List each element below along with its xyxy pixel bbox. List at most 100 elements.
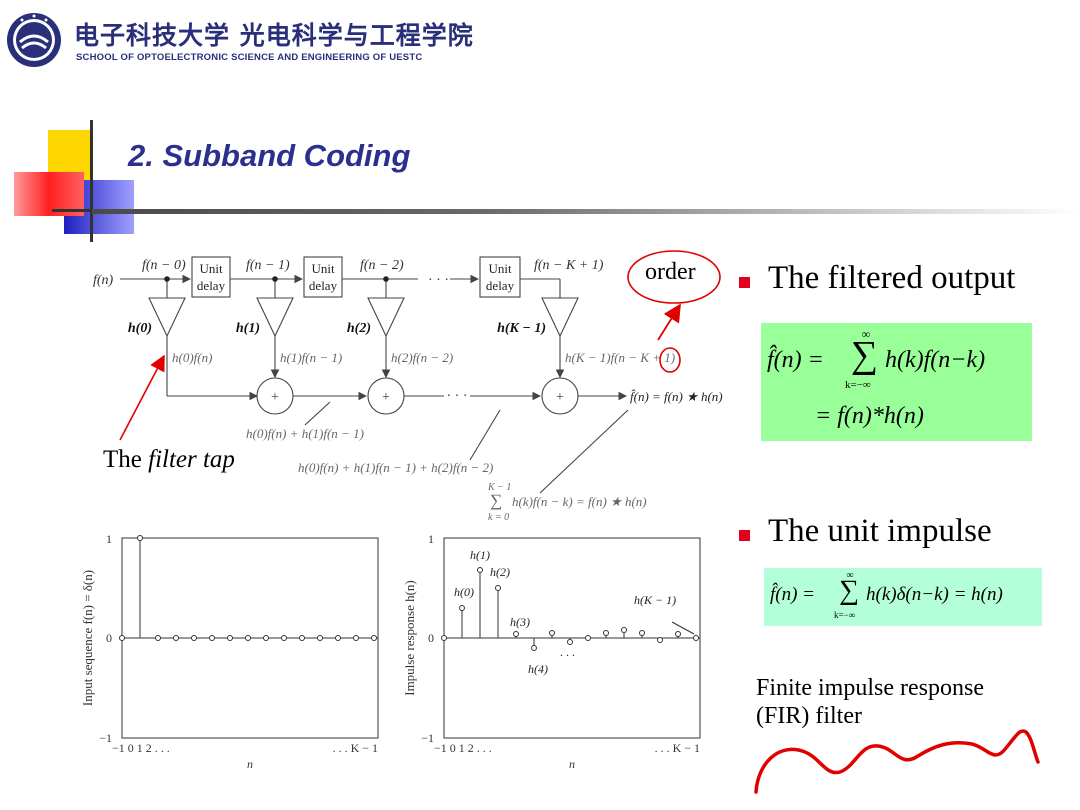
formula-unit-impulse: f̂(n) = ∞ ∑ k=−∞ h(k)δ(n−k) = h(n)	[764, 568, 1042, 626]
tap-0-signal: f(n − 0)	[142, 258, 186, 273]
right-xlabel: n	[569, 757, 575, 771]
output-label: f̂(n) = f(n) ★ h(n)	[630, 389, 723, 404]
input-stem-head-8	[263, 635, 269, 641]
right-xticks-right: . . . K − 1	[655, 741, 700, 755]
input-stem-head-4	[191, 635, 197, 641]
title-decoration	[14, 120, 142, 242]
impulse-stem-head-14	[693, 635, 699, 641]
input-stem-head-10	[299, 635, 305, 641]
left-xticks-left: −1 0 1 2 . . .	[112, 741, 170, 755]
handwritten-squiggle	[754, 729, 1040, 794]
input-stem-head-1	[137, 535, 143, 541]
delay-box-1-label-a: Unit	[199, 261, 223, 276]
label-hk: h(K − 1)	[634, 593, 676, 607]
bullet-marker-2	[739, 530, 750, 541]
sum-lower-limit: k = 0	[488, 512, 509, 523]
filter-tap-emph: filter tap	[148, 446, 235, 473]
coef-h2: h(2)	[347, 321, 371, 336]
filter-tap-label: The filter tap	[103, 446, 235, 474]
input-stem-head-14	[371, 635, 377, 641]
sum-sigma: ∑	[490, 491, 502, 510]
delay-box-3-label-a: Unit	[488, 261, 512, 276]
formula-1-line2: = f(n)*h(n)	[815, 403, 924, 429]
slide-title: 2. Subband Coding	[128, 138, 411, 173]
impulse-stem-head-11	[639, 630, 645, 636]
adder-2: +	[382, 390, 390, 405]
label-h1: h(1)	[470, 548, 490, 562]
bullet-marker-1	[739, 277, 750, 288]
university-logo-icon	[7, 13, 61, 67]
title-underline	[92, 209, 1080, 214]
adder-3: +	[556, 390, 564, 405]
fir-note-line-1: Finite impulse response	[756, 675, 984, 701]
partial-sum-2: h(0)f(n) + h(1)f(n − 1) + h(2)f(n − 2)	[298, 460, 493, 475]
red-annotations	[119, 250, 721, 441]
right-ytick-neg1: −1	[421, 731, 434, 745]
sum-expression: h(k)f(n − k) = f(n) ★ h(n)	[512, 494, 647, 509]
impulse-stem-head-2	[477, 567, 483, 573]
input-stem-head-3	[173, 635, 179, 641]
impulse-stem-head-0	[441, 635, 447, 641]
delay-box-3-label-b: delay	[486, 278, 515, 293]
formula-2-body: h(k)δ(n−k) = h(n)	[866, 584, 1003, 605]
impulse-stem-head-13	[675, 631, 681, 637]
partial-sum-1: h(0)f(n) + h(1)f(n − 1)	[246, 426, 364, 441]
product-1: h(1)f(n − 1)	[280, 350, 342, 365]
left-ytick-1: 1	[106, 532, 112, 546]
fir-block-diagram: Unit delay Unit delay Unit delay f(n) f(…	[93, 256, 723, 523]
sum-upper-limit: K − 1	[487, 482, 511, 493]
input-stem-head-2	[155, 635, 161, 641]
impulse-stem-head-5	[531, 645, 537, 651]
impulse-stems	[441, 567, 699, 651]
bullet-filtered-output: The filtered output	[768, 260, 1016, 296]
product-2: h(2)f(n − 2)	[391, 350, 453, 365]
input-stem-head-0	[119, 635, 125, 641]
fir-note: Finite impulse response (FIR) filter	[756, 674, 1076, 730]
coef-hk: h(K − 1)	[497, 321, 546, 336]
formula-2-upper: ∞	[846, 570, 854, 581]
impulse-stem-head-8	[585, 635, 591, 641]
delay-box-2-label-b: delay	[309, 278, 338, 293]
impulse-stem-head-1	[459, 605, 465, 611]
label-h3: h(3)	[510, 615, 530, 629]
bottom-ellipsis: · · ·	[447, 389, 468, 404]
coef-h1: h(1)	[236, 321, 260, 336]
input-stem-head-13	[353, 635, 359, 641]
formula-1-lhs: f̂(n) =	[767, 347, 824, 373]
bullet-unit-impulse: The unit impulse	[768, 513, 992, 549]
right-xticks-left: −1 0 1 2 . . .	[434, 741, 492, 755]
left-ytick-neg1: −1	[99, 731, 112, 745]
impulse-stem-head-12	[657, 637, 663, 643]
impulse-response-plot: 1 0 −1 −1 0 1 2 . . . . . . K − 1 n Impu…	[402, 532, 701, 771]
impulse-stem-head-10	[621, 627, 627, 633]
right-plot-ellipsis: . . .	[560, 645, 575, 659]
input-sequence-plot: 1 0 −1 −1 0 1 2 . . . . . . K − 1 n Inpu…	[80, 532, 379, 771]
coef-h0: h(0)	[128, 321, 152, 336]
impulse-stem-head-6	[549, 630, 555, 636]
adder-1: +	[271, 390, 279, 405]
school-name-en: SCHOOL OF OPTOELECTRONIC SCIENCE AND ENG…	[76, 52, 423, 63]
right-ytick-1: 1	[428, 532, 434, 546]
label-h4: h(4)	[528, 662, 548, 676]
input-stems	[119, 535, 377, 641]
left-ytick-0: 0	[106, 631, 112, 645]
input-stem-head-9	[281, 635, 287, 641]
top-ellipsis: · · ·	[428, 273, 449, 288]
formula-1-upper: ∞	[861, 327, 871, 341]
right-ylabel: Impulse response h(n)	[402, 580, 417, 696]
input-stem-head-6	[227, 635, 233, 641]
formula-1-sigma: ∑	[851, 334, 879, 376]
fir-note-line-2: (FIR) filter	[756, 703, 862, 729]
label-h0: h(0)	[454, 585, 474, 599]
left-ylabel: Input sequence f(n) = δ(n)	[80, 570, 95, 706]
input-stem-head-5	[209, 635, 215, 641]
impulse-stem-head-7	[567, 639, 573, 645]
order-label: order	[645, 259, 696, 285]
formula-2-lhs: f̂(n) =	[770, 584, 816, 605]
input-label: f(n)	[93, 273, 114, 288]
tap-2-signal: f(n − 2)	[360, 258, 404, 273]
university-name-cn: 电子科技大学 光电科学与工程学院	[74, 21, 474, 50]
formula-2-lower: k=−∞	[834, 610, 856, 620]
school-header: 电子科技大学 光电科学与工程学院 SCHOOL OF OPTOELECTRONI…	[0, 0, 480, 76]
delay-box-2-label-a: Unit	[311, 261, 335, 276]
